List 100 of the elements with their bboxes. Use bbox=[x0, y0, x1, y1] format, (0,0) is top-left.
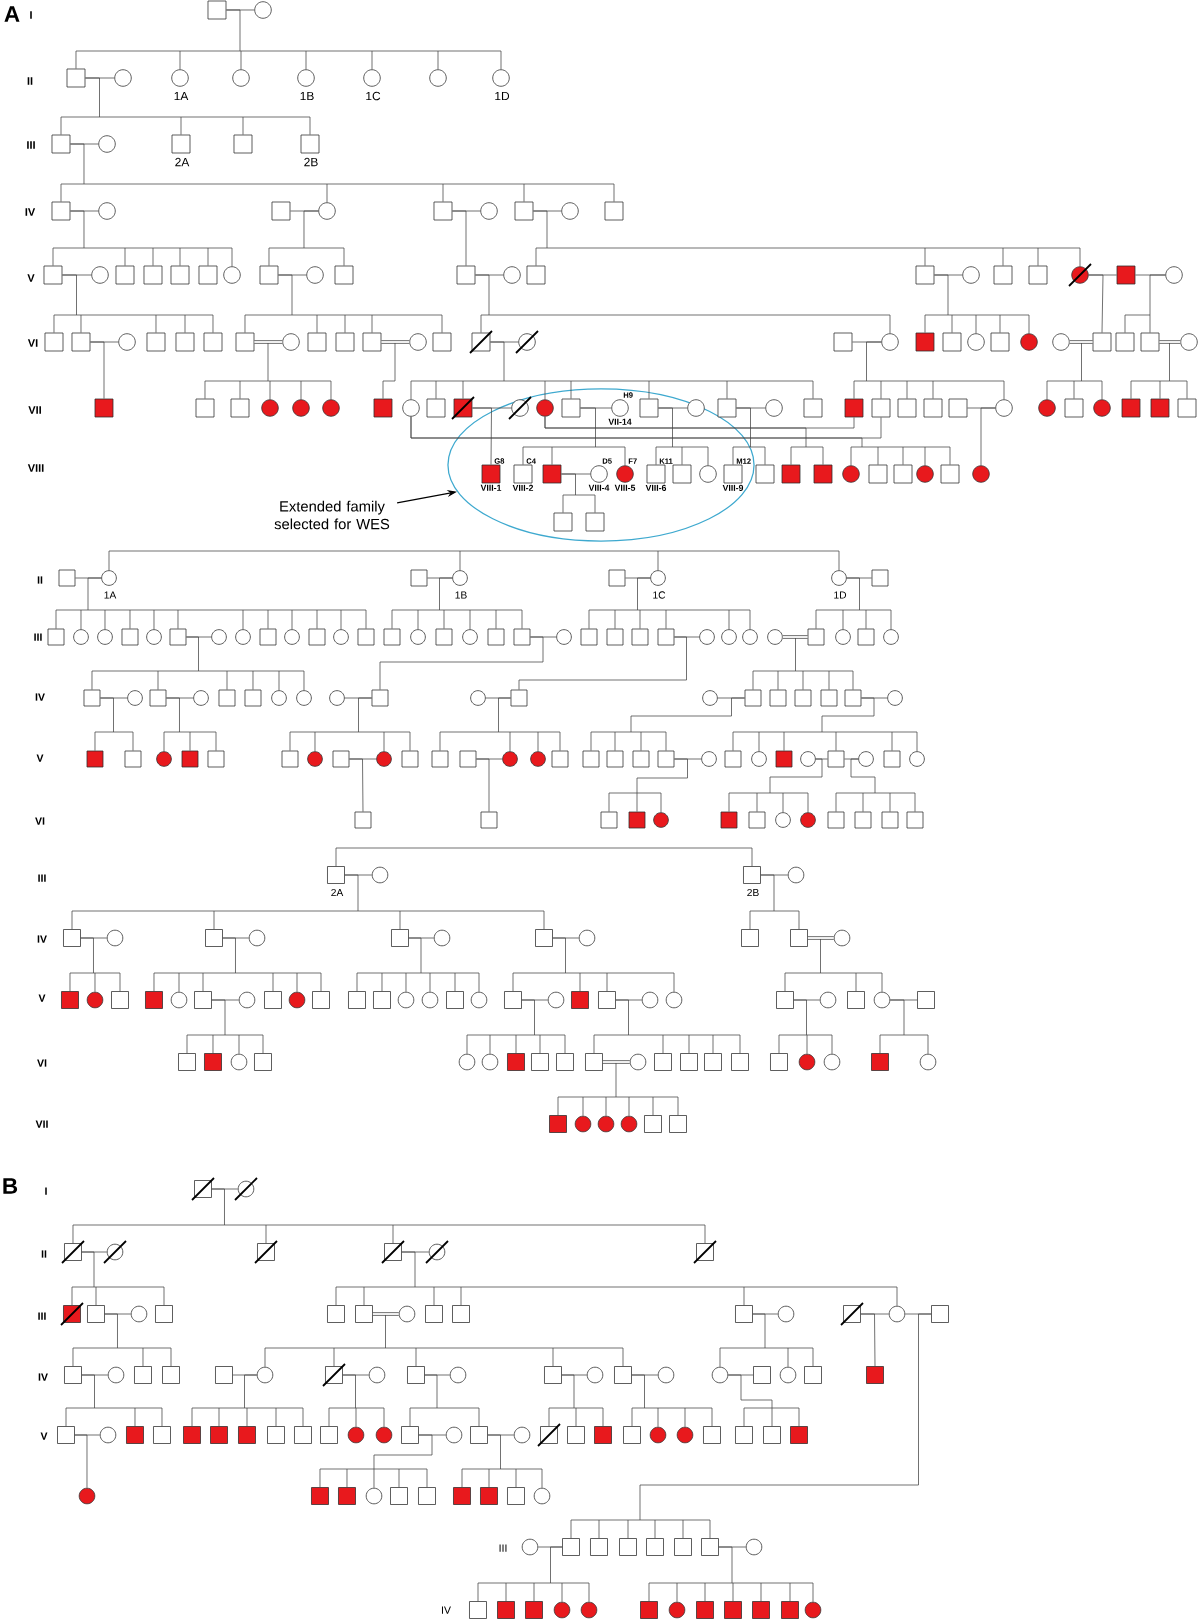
circle-symbol bbox=[831, 570, 847, 586]
circle-symbol bbox=[171, 69, 189, 87]
square-symbol bbox=[383, 628, 401, 646]
circle-symbol bbox=[503, 266, 521, 284]
marriage-line bbox=[561, 473, 591, 475]
square-symbol bbox=[871, 569, 889, 587]
square-symbol bbox=[322, 1363, 346, 1387]
marriage-line bbox=[861, 697, 888, 699]
square-symbol bbox=[623, 1426, 641, 1444]
marriage-line bbox=[487, 1434, 515, 1436]
circle-symbol bbox=[282, 333, 300, 351]
square-symbol bbox=[469, 1601, 487, 1619]
descent-line bbox=[335, 1251, 898, 1307]
circle-symbol bbox=[777, 1305, 795, 1323]
square-symbol bbox=[549, 1115, 567, 1133]
circle-symbol bbox=[375, 1426, 393, 1444]
marriage-line bbox=[793, 999, 821, 1001]
circle-symbol bbox=[1093, 399, 1111, 417]
generation-label: IV bbox=[35, 693, 45, 701]
square-symbol bbox=[435, 628, 453, 646]
marriage-line bbox=[727, 1374, 754, 1376]
circle-symbol bbox=[835, 629, 851, 645]
generation-label: IV bbox=[37, 935, 47, 943]
marriage-line bbox=[410, 416, 882, 439]
square-symbol bbox=[307, 332, 327, 352]
generation-label: II bbox=[41, 1250, 47, 1258]
generation-label: VI bbox=[35, 817, 45, 825]
marriage-line bbox=[344, 874, 373, 876]
circle-symbol bbox=[888, 1305, 906, 1323]
square-symbol bbox=[585, 1053, 603, 1071]
circle-symbol bbox=[470, 690, 486, 706]
descent-line bbox=[186, 999, 264, 1055]
square-symbol bbox=[230, 398, 250, 418]
descent-line bbox=[749, 874, 800, 930]
square-symbol bbox=[281, 750, 299, 768]
square-symbol bbox=[844, 398, 864, 418]
square-symbol bbox=[44, 332, 64, 352]
square-symbol bbox=[582, 750, 600, 768]
descent-line bbox=[719, 1313, 814, 1368]
circle-symbol bbox=[508, 396, 532, 420]
square-symbol bbox=[183, 1426, 201, 1444]
square-symbol bbox=[1092, 332, 1112, 352]
square-symbol bbox=[866, 1366, 884, 1384]
square-symbol bbox=[504, 991, 522, 1009]
marriage-line bbox=[934, 274, 963, 276]
square-symbol bbox=[561, 398, 581, 418]
circle-symbol bbox=[574, 1115, 592, 1133]
square-symbol bbox=[66, 68, 86, 88]
square-symbol bbox=[775, 750, 793, 768]
square-symbol bbox=[672, 464, 692, 484]
circle-symbol bbox=[819, 991, 837, 1009]
circle-symbol bbox=[580, 1601, 598, 1619]
circle-symbol bbox=[701, 751, 717, 767]
marriage-line bbox=[222, 937, 250, 939]
id-label: 2A bbox=[331, 888, 344, 897]
circle-symbol bbox=[909, 751, 925, 767]
circle-symbol bbox=[91, 266, 109, 284]
square-symbol bbox=[696, 1601, 714, 1619]
circle-symbol bbox=[650, 570, 666, 586]
marriage-line bbox=[658, 407, 688, 409]
descent-line bbox=[60, 143, 615, 203]
circle-symbol bbox=[470, 991, 488, 1009]
circle-symbol bbox=[458, 1053, 476, 1071]
descent-line bbox=[163, 697, 217, 752]
circle-symbol bbox=[452, 570, 468, 586]
circle-symbol bbox=[745, 1538, 763, 1556]
square-symbol bbox=[674, 1538, 692, 1556]
square-symbol bbox=[64, 1366, 82, 1384]
marriage-line bbox=[81, 1251, 108, 1253]
descent-line bbox=[466, 999, 566, 1055]
descent-line bbox=[461, 1434, 543, 1489]
descent-line bbox=[533, 210, 1081, 267]
id-label: 2B bbox=[304, 157, 318, 167]
circle-symbol bbox=[492, 69, 510, 87]
marriage-line bbox=[85, 77, 115, 79]
descent-line bbox=[356, 937, 480, 993]
square-symbol bbox=[644, 1115, 662, 1133]
square-symbol bbox=[320, 1426, 338, 1444]
marriage-line bbox=[418, 1434, 447, 1436]
circle-symbol bbox=[322, 399, 340, 417]
square-symbol bbox=[807, 628, 825, 646]
square-symbol bbox=[259, 628, 277, 646]
id-label: 1D bbox=[834, 591, 847, 599]
square-symbol bbox=[233, 134, 253, 154]
circle-symbol bbox=[101, 570, 117, 586]
circle-symbol bbox=[462, 629, 478, 645]
generation-label: VI bbox=[37, 1059, 47, 1067]
marriage-line bbox=[349, 758, 377, 760]
marriage-line bbox=[625, 577, 651, 579]
square-symbol bbox=[195, 398, 215, 418]
square-symbol bbox=[146, 332, 166, 352]
id-label: 1B bbox=[300, 91, 314, 101]
circle-symbol bbox=[665, 991, 683, 1009]
square-symbol bbox=[940, 464, 960, 484]
marriage-line bbox=[278, 274, 307, 276]
square-symbol bbox=[680, 1053, 698, 1071]
square-symbol bbox=[300, 134, 320, 154]
circle-symbol bbox=[211, 629, 227, 645]
circle-symbol bbox=[296, 690, 312, 706]
descent-line bbox=[835, 758, 916, 812]
